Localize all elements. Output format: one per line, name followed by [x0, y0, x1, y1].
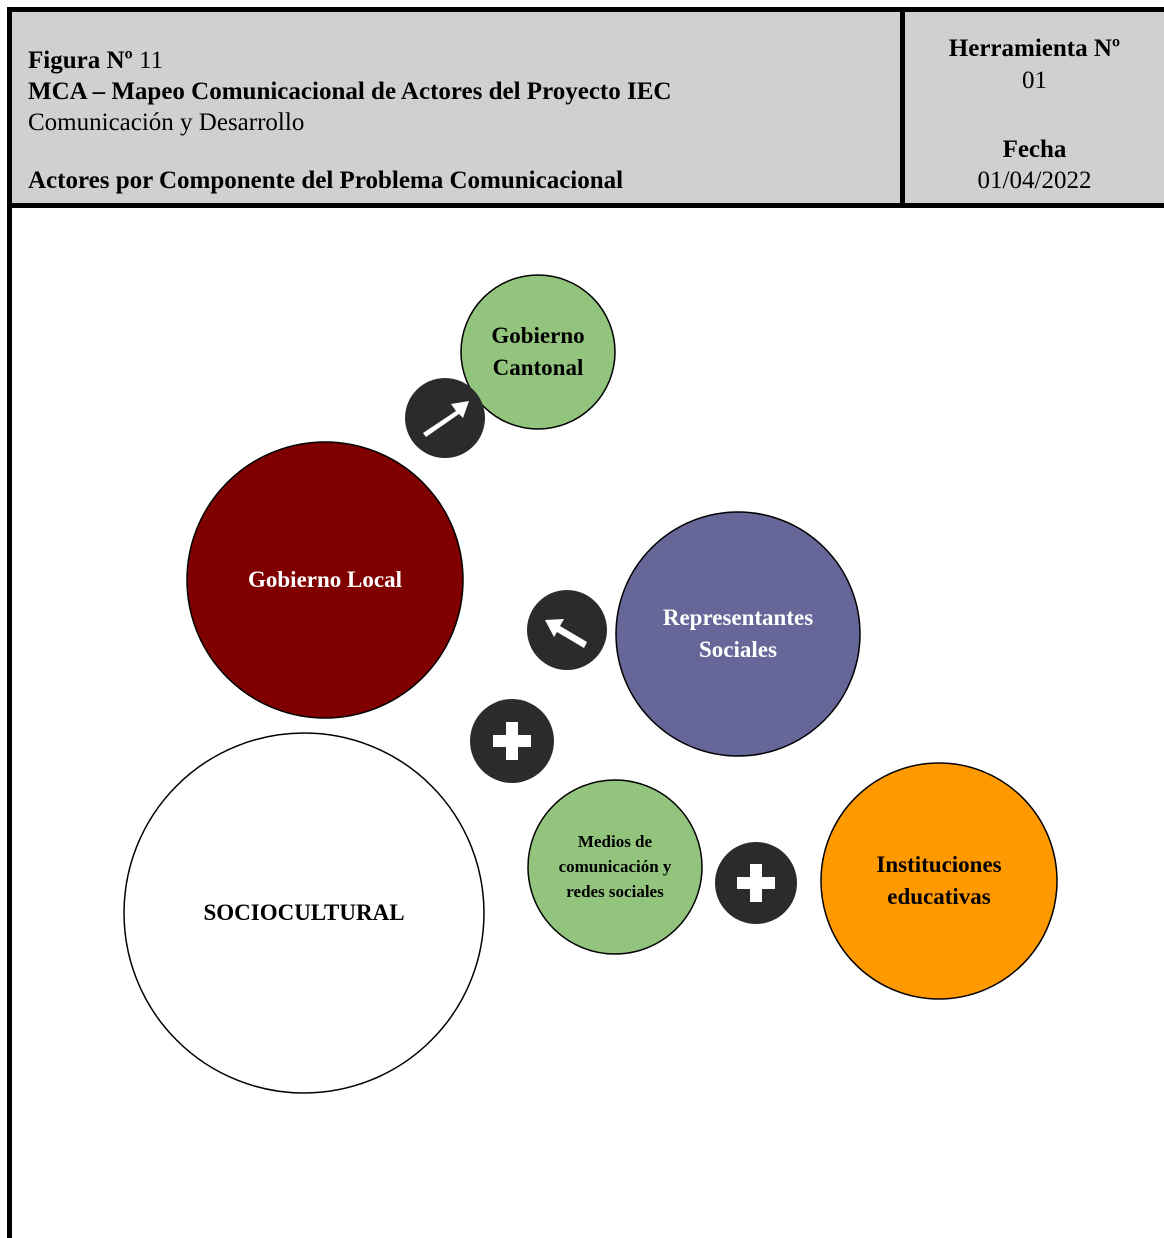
- medios-line3: redes sociales: [566, 881, 664, 901]
- instituciones-line2: educativas: [887, 884, 991, 909]
- page-subtitle: Comunicación y Desarrollo: [28, 109, 305, 136]
- plus-right-glyph: [737, 864, 775, 902]
- gobierno-cantonal-line1: Gobierno: [491, 323, 585, 348]
- arrow-up-right-disc: [405, 378, 485, 458]
- figure-label: Figura Nº: [28, 47, 133, 74]
- tool-label: Herramienta Nº: [948, 35, 1121, 62]
- medios-line2: comunicación y: [558, 856, 672, 876]
- gobierno-cantonal-node: [460, 274, 616, 430]
- sociocultural-node: [123, 732, 485, 1094]
- header-left: Figura Nº 11 MCA – Mapeo Comunicacional …: [12, 12, 905, 203]
- arrow-up-left-disc: [527, 590, 607, 670]
- figure-line: Figura Nº 11: [28, 46, 163, 76]
- sociocultural-label: SOCIOCULTURAL: [203, 900, 405, 925]
- date-value: 01/04/2022: [977, 167, 1092, 194]
- gobierno-cantonal-line2: Cantonal: [492, 355, 584, 380]
- figure-number: 11: [139, 47, 164, 74]
- page-title: MCA – Mapeo Comunicacional de Actores de…: [28, 78, 672, 105]
- representantes-label: Representantes Sociales: [618, 601, 858, 667]
- gobierno-cantonal-label: Gobierno Cantonal: [461, 312, 615, 392]
- representantes-line1: Representantes: [662, 605, 814, 630]
- plus-center-glyph: [493, 722, 531, 760]
- representantes-line2: Sociales: [699, 637, 777, 662]
- arrow-up-right-icon: [405, 378, 485, 458]
- medios-label: Medios de comunicación y redes sociales: [530, 824, 700, 908]
- instituciones-line1: Instituciones: [876, 852, 1002, 877]
- arrow-up-left-icon: [527, 590, 607, 670]
- header: Figura Nº 11 MCA – Mapeo Comunicacional …: [12, 12, 1164, 208]
- arrow-up-right-glyph: [423, 401, 469, 437]
- header-right: Herramienta Nº 01 Fecha 01/04/2022: [905, 12, 1164, 203]
- tool-number: 01: [1022, 67, 1047, 94]
- plus-icon: [470, 699, 554, 783]
- page-frame: [7, 7, 1164, 1238]
- arrow-up-left-glyph: [545, 619, 587, 648]
- instituciones-label: Instituciones educativas: [822, 848, 1056, 914]
- instituciones-node: [820, 762, 1058, 1000]
- date-label: Fecha: [1002, 136, 1067, 163]
- gobierno-local-node: [186, 441, 464, 719]
- section-title: Actores por Componente del Problema Comu…: [28, 167, 624, 194]
- medios-node: [527, 779, 703, 955]
- representantes-sociales-node: [615, 511, 861, 757]
- medios-line1: Medios de: [577, 831, 653, 851]
- plus-icon: [715, 842, 797, 924]
- gobierno-local-label: Gobierno Local: [248, 567, 402, 592]
